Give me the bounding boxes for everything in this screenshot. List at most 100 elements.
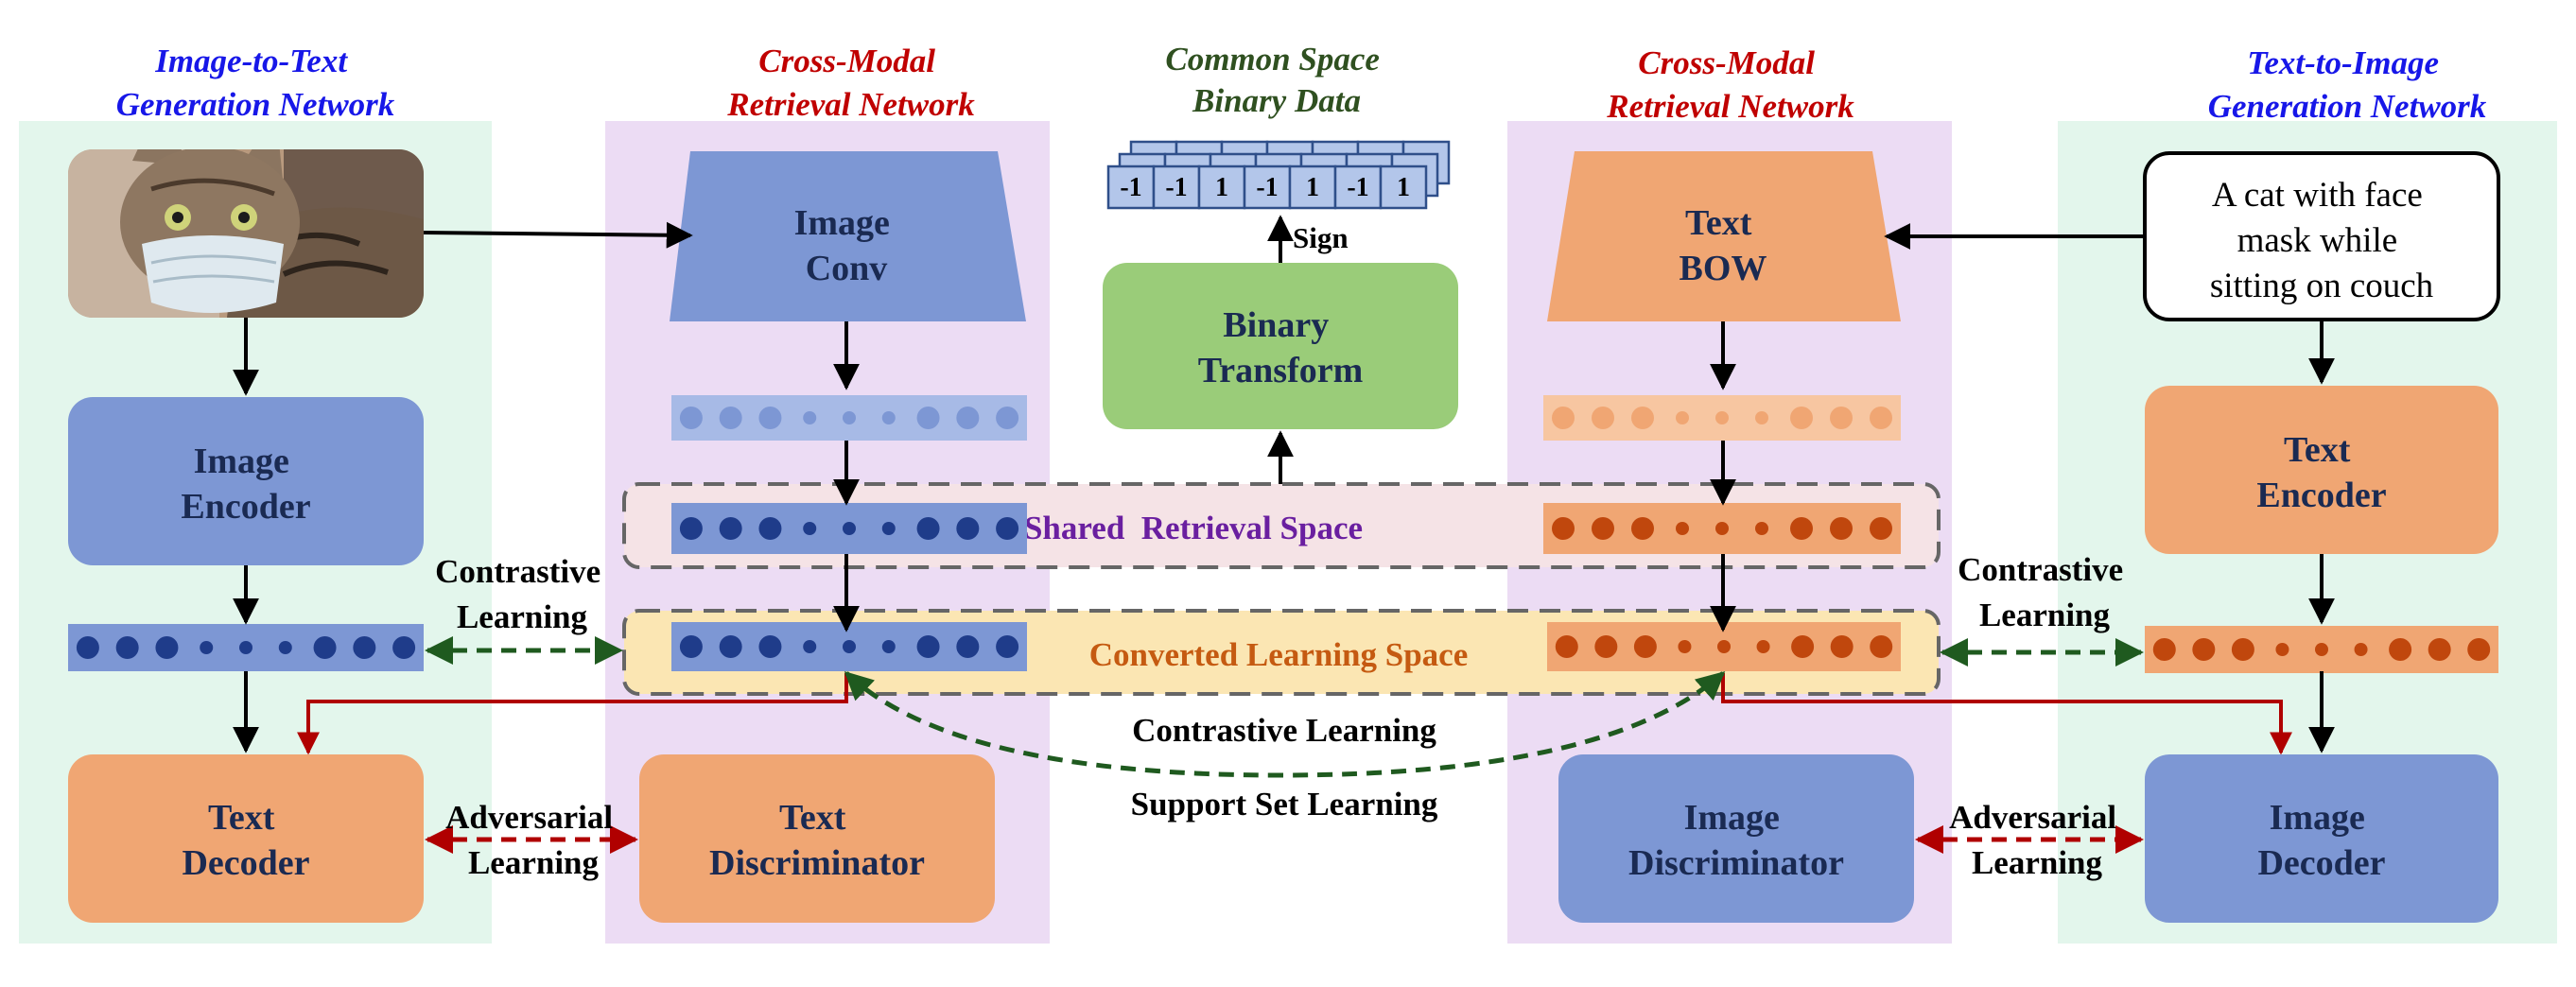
vector-dot	[313, 636, 337, 659]
vector-dot	[2231, 638, 2254, 661]
center-support-set-learning: Support Set Learning	[1131, 786, 1438, 822]
vector-dot	[1715, 411, 1729, 424]
center-contrastive-learning: Contrastive Learning	[1132, 712, 1436, 749]
vector-dot	[200, 641, 214, 654]
vector-dot	[2275, 643, 2289, 656]
binary-value: 1	[1306, 173, 1319, 202]
caption-text: A cat with face mask while sitting on co…	[2210, 176, 2434, 305]
txt2img-title: Text-to-Image Generation Network	[2208, 44, 2487, 125]
vector-dot	[956, 407, 980, 429]
converted-text-features	[1547, 622, 1901, 671]
vector-dot	[843, 411, 856, 424]
vector-dot	[1756, 640, 1770, 653]
binary-value: -1	[1347, 173, 1368, 202]
adversarial-learning-right: Adversarial Learning	[1949, 799, 2125, 881]
text-encoder-label: Text Encoder	[2256, 430, 2386, 515]
vector-dot	[1830, 407, 1853, 429]
image-discriminator-label: Image Discriminator	[1628, 798, 1844, 883]
vector-dot	[881, 411, 896, 424]
vector-dot	[392, 636, 416, 659]
vector-dot	[1870, 517, 1892, 540]
contrastive-learning-right: Contrastive Learning	[1958, 551, 2132, 633]
vector-dot	[239, 641, 252, 654]
vector-dot	[679, 407, 703, 429]
vector-dot	[1592, 517, 1614, 540]
binary-cell	[1379, 164, 1428, 210]
vector-dot	[679, 517, 703, 540]
text-encoder-features	[2145, 626, 2498, 673]
vector-dot	[1790, 407, 1813, 429]
vector-dot	[2389, 638, 2412, 661]
vector-dot	[115, 636, 139, 659]
vector-dot	[996, 635, 1019, 658]
vector-dot	[758, 517, 782, 540]
vector-dot	[76, 636, 99, 659]
vector-dot	[1830, 635, 1854, 658]
vector-dot	[758, 407, 782, 429]
vector-dot	[1870, 407, 1892, 429]
vector-dot	[1552, 517, 1575, 540]
converted-image-features	[671, 622, 1027, 671]
adversarial-learning-left: Adversarial Learning	[445, 799, 621, 881]
vector-dot	[719, 635, 742, 658]
vector-dot	[278, 641, 292, 654]
image-conv-block	[670, 151, 1026, 321]
text-discriminator-box	[639, 754, 995, 923]
contrastive-arrows	[425, 636, 2144, 778]
vector-dot	[843, 522, 856, 535]
vector-dot	[2192, 638, 2216, 661]
image-decoder-label: Image Decoder	[2257, 798, 2385, 883]
shared-text-features	[1543, 503, 1901, 554]
binary-transform-box	[1103, 263, 1458, 429]
vector-dot	[1830, 517, 1853, 540]
vector-dot	[1633, 635, 1657, 658]
converted-space-label: Converted Learning Space	[1089, 636, 1469, 673]
feature-vectors	[68, 395, 2498, 673]
vector-dot	[2315, 643, 2328, 656]
img2txt-title: Image-to-Text Generation Network	[116, 43, 395, 123]
vector-dot	[719, 517, 742, 540]
vector-dot	[843, 640, 856, 653]
vector-dot	[2354, 643, 2368, 656]
vector-dot	[1631, 407, 1654, 429]
image-encoder-label: Image Encoder	[181, 442, 310, 527]
vector-dot	[1555, 635, 1578, 658]
common-space-title: Common Space Binary Data	[1165, 41, 1387, 119]
image-decoder-box	[2145, 754, 2498, 923]
vector-dot	[1631, 517, 1654, 540]
vector-dot	[1594, 635, 1618, 658]
vector-dot	[881, 640, 896, 653]
binary-value: 1	[1215, 173, 1228, 202]
image-discriminator-box	[1558, 754, 1914, 923]
text-decoder-box	[68, 754, 424, 923]
vector-dot	[996, 517, 1019, 540]
cmr-left-title: Cross-Modal Retrieval Network	[726, 43, 975, 123]
image-encoder-features	[68, 624, 424, 671]
vector-dot	[803, 411, 817, 424]
vector-dot	[1791, 635, 1815, 658]
text-bow-features	[1543, 395, 1901, 441]
binary-value: -1	[1165, 173, 1187, 202]
cat-image	[68, 149, 424, 318]
binary-transform-label: Binary Transform	[1198, 305, 1364, 390]
vector-dot	[956, 517, 980, 540]
vector-dot	[1678, 640, 1692, 653]
cmr-right-title: Cross-Modal Retrieval Network	[1606, 44, 1854, 125]
vector-dot	[1676, 411, 1689, 424]
binary-cell	[1152, 164, 1201, 210]
binary-value: -1	[1256, 173, 1278, 202]
vector-dot	[956, 635, 980, 658]
flow-arrows	[233, 215, 2335, 753]
vector-dot	[1790, 517, 1813, 540]
sign-label: Sign	[1293, 221, 1349, 254]
vector-dot	[719, 407, 742, 429]
shared-image-features	[671, 503, 1027, 554]
contrastive-learning-left: Contrastive Learning	[435, 553, 609, 635]
vector-dot	[996, 407, 1019, 429]
vector-dot	[1715, 522, 1729, 535]
vector-dot	[1676, 522, 1689, 535]
text-encoder-box	[2145, 386, 2498, 554]
text-discriminator-label: Text Discriminator	[709, 798, 925, 883]
vector-dot	[2467, 638, 2491, 661]
